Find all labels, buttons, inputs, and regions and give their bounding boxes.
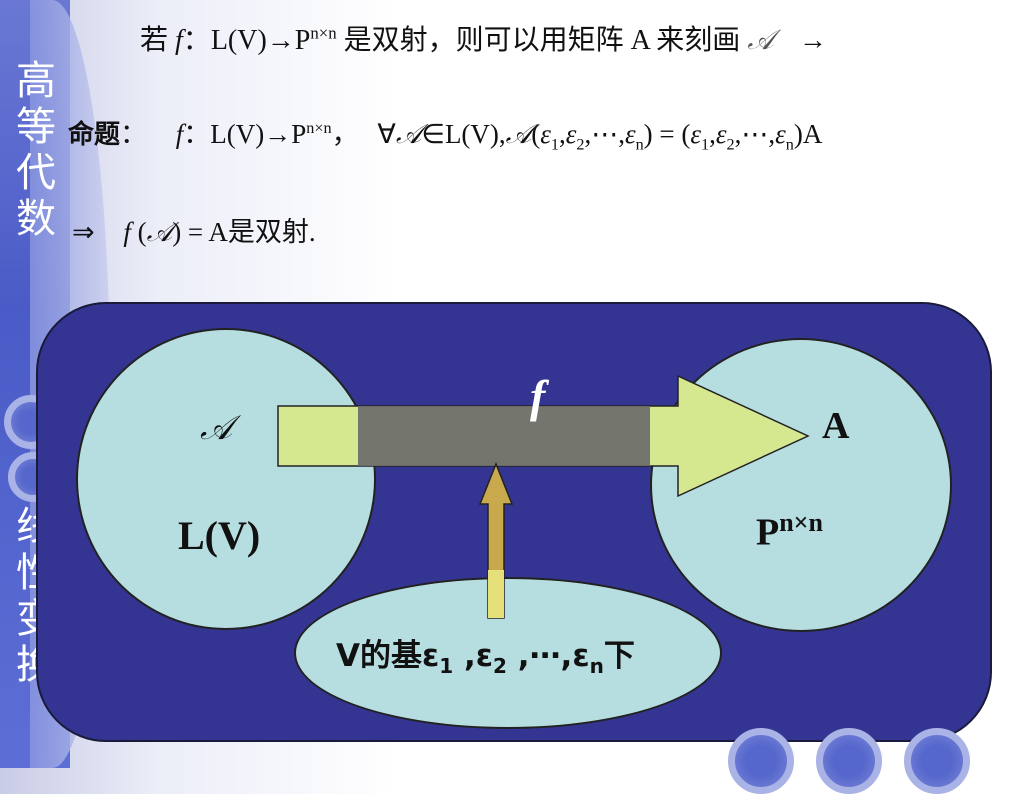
deco-circle-2 — [816, 728, 882, 794]
sidebar-title-top: 高等代数 — [16, 58, 56, 242]
big-map-arrow-overlap — [358, 406, 650, 466]
matrix-label-a: A — [822, 405, 850, 447]
map-label-f: f — [530, 371, 546, 422]
set-circle-lv — [76, 328, 376, 630]
implies-symbol: ⇒ — [72, 217, 95, 247]
statement-line-1: 若 f：L(V)→Pn×n 是双射，则可以用矩阵 A 来刻画 𝒜 → — [140, 23, 827, 56]
set-label-lv: L(V) — [178, 513, 261, 558]
deco-circle-3 — [904, 728, 970, 794]
basis-label: V的基ε1 ,ε2 ,⋯,εn下 — [336, 638, 635, 679]
proposition-label: 命题 — [68, 120, 121, 150]
element-a-script: 𝒜 — [200, 408, 233, 448]
proposition-line: 命题： f：L(V)→Pn×n， ∀𝒜∈L(V),𝒜(ε1,ε2,⋯,εn) =… — [68, 119, 823, 154]
set-label-pnn: Pn×n — [756, 508, 823, 554]
conclusion-line: ⇒ f (𝒜) = A是双射. — [72, 217, 316, 248]
map-arrows — [277, 374, 810, 619]
basis-ellipse — [294, 577, 722, 729]
deco-circle-1 — [728, 728, 794, 794]
script-a-symbol: 𝒜 — [747, 23, 774, 56]
arrow-symbol: → — [798, 25, 827, 56]
